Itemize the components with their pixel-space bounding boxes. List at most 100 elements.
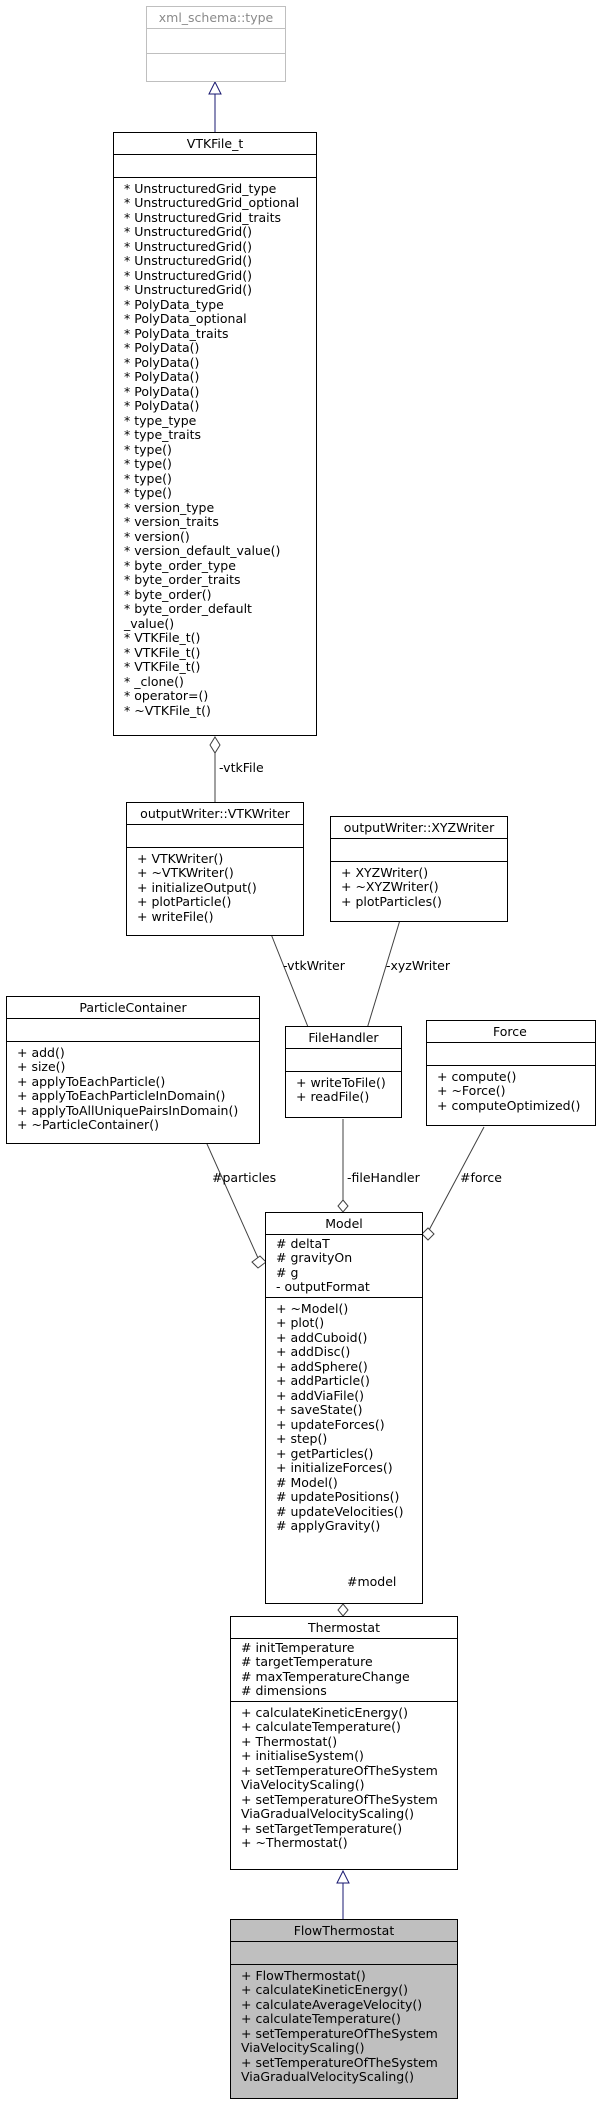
- class-method: + ~VTKWriter(): [137, 865, 234, 880]
- class-method: + setTemperatureOfTheSystem: [241, 1762, 438, 1778]
- class-title: Force: [493, 1024, 527, 1039]
- class-method: * PolyData_traits: [124, 325, 229, 341]
- class-method: + add(): [17, 1044, 65, 1060]
- attributes-section: [331, 837, 507, 861]
- class-method: + calculateKineticEnergy(): [241, 1982, 409, 1997]
- edge-model-force: [427, 1126, 485, 1233]
- class-method: * PolyData(): [124, 369, 200, 384]
- class-method: + calculateAverageVelocity(): [241, 1996, 423, 2012]
- class-method: ViaGradualVelocityScaling(): [241, 1806, 414, 1821]
- class-method: + size(): [17, 1059, 66, 1074]
- class-method: * byte_order_type: [124, 557, 236, 573]
- attributes-section: [427, 1041, 595, 1065]
- class-box-thermostat[interactable]: Thermostat # initTemperature# targetTemp…: [230, 1616, 458, 1870]
- class-title: outputWriter::XYZWriter: [343, 820, 495, 835]
- class-method: * PolyData(): [124, 354, 200, 370]
- class-method: # Model(): [276, 1474, 338, 1490]
- class-method: * version_traits: [124, 514, 219, 529]
- class-method: * UnstructuredGrid(): [124, 238, 252, 254]
- class-method: * type(): [124, 441, 172, 457]
- class-method: * PolyData(): [124, 398, 200, 413]
- class-method: + applyToEachParticleInDomain(): [17, 1088, 226, 1103]
- diamond-vtkfile: [209, 736, 221, 754]
- class-method: + step(): [276, 1431, 328, 1446]
- class-method: # updateVelocities(): [276, 1503, 404, 1519]
- class-attribute: # dimensions: [241, 1683, 327, 1698]
- class-method: * type_traits: [124, 427, 201, 442]
- class-method: + XYZWriter(): [341, 864, 429, 880]
- edge-label-filehandler: -fileHandler: [347, 1170, 420, 1185]
- class-method: * byte_order(): [124, 586, 212, 602]
- edge-label-xyzwriter: -xyzWriter: [386, 958, 451, 973]
- diamond-model: [337, 1603, 349, 1617]
- class-method: * ~VTKFile_t(): [124, 702, 211, 718]
- class-method: + ~XYZWriter(): [341, 879, 439, 894]
- class-attribute: - outputFormat: [276, 1279, 370, 1294]
- class-method: + plotParticle(): [137, 894, 232, 909]
- class-attribute: # g: [276, 1264, 299, 1280]
- class-method: * version_type: [124, 499, 215, 515]
- class-method: * PolyData_optional: [124, 311, 247, 326]
- class-box-xml-schema-type[interactable]: xml_schema::type: [146, 6, 286, 82]
- class-attribute: # gravityOn: [276, 1250, 353, 1265]
- class-method: * PolyData(): [124, 383, 200, 399]
- methods-section: + compute()+ ~Force()+ computeOptimized(…: [427, 1064, 595, 1116]
- methods-section: [147, 52, 285, 78]
- class-method: + setTemperatureOfTheSystem: [241, 2054, 438, 2070]
- class-method: * VTKFile_t(): [124, 630, 201, 645]
- class-method: * version_default_value(): [124, 543, 281, 558]
- class-method: * PolyData(): [124, 340, 200, 355]
- attributes-section: [147, 27, 285, 53]
- class-method: * _clone(): [124, 673, 184, 689]
- attributes-section: [231, 1940, 457, 1964]
- attributes-section: # deltaT# gravityOn# g- outputFormat: [266, 1233, 422, 1297]
- class-box-vtkfile-t[interactable]: VTKFile_t * UnstructuredGrid_type* Unstr…: [113, 132, 317, 736]
- class-method: + writeToFile(): [296, 1074, 386, 1090]
- class-method: + getParticles(): [276, 1445, 374, 1461]
- edge-label-particles: #particles: [212, 1170, 277, 1185]
- edge-label-vtkfile: -vtkFile: [219, 760, 264, 775]
- class-method: + readFile(): [296, 1089, 370, 1104]
- class-method: + compute(): [437, 1068, 517, 1084]
- diamond-particlecontainer: [251, 1255, 267, 1269]
- class-box-particlecontainer[interactable]: ParticleContainer + add()+ size()+ apply…: [6, 996, 260, 1144]
- class-method: ViaGradualVelocityScaling(): [241, 2069, 414, 2084]
- class-method: + initializeForces(): [276, 1460, 393, 1475]
- class-method: * byte_order_traits: [124, 572, 241, 587]
- class-title: ParticleContainer: [79, 1000, 187, 1015]
- methods-section: + ~Model()+ plot()+ addCuboid()+ addDisc…: [266, 1296, 422, 1536]
- methods-section: + writeToFile()+ readFile(): [286, 1070, 401, 1107]
- methods-section: + XYZWriter()+ ~XYZWriter()+ plotParticl…: [331, 860, 507, 912]
- class-method: + applyToEachParticle(): [17, 1073, 166, 1089]
- class-method: * UnstructuredGrid_type: [124, 180, 277, 196]
- class-attribute: # maxTemperatureChange: [241, 1668, 410, 1684]
- class-attribute: # deltaT: [276, 1235, 330, 1251]
- class-method: + saveState(): [276, 1402, 363, 1417]
- class-box-force[interactable]: Force + compute()+ ~Force()+ computeOpti…: [426, 1020, 596, 1126]
- class-method: ViaVelocityScaling(): [241, 2040, 365, 2055]
- class-box-filehandler[interactable]: FileHandler + writeToFile()+ readFile(): [285, 1026, 402, 1118]
- class-method: * UnstructuredGrid(): [124, 253, 252, 268]
- class-box-xyzwriter[interactable]: outputWriter::XYZWriter + XYZWriter()+ ~…: [330, 816, 508, 922]
- class-method: + addCuboid(): [276, 1329, 368, 1345]
- class-method: + addParticle(): [276, 1373, 370, 1388]
- class-method: + calculateTemperature(): [241, 1719, 401, 1734]
- edge-label-force: #force: [460, 1170, 502, 1185]
- class-method: + calculateKineticEnergy(): [241, 1704, 409, 1720]
- class-title: Thermostat: [308, 1620, 380, 1635]
- class-box-flowthermostat[interactable]: FlowThermostat + FlowThermostat()+ calcu…: [230, 1919, 458, 2099]
- class-attribute: # initTemperature: [241, 1639, 355, 1655]
- class-method: + VTKWriter(): [137, 850, 224, 866]
- class-title: Model: [325, 1216, 363, 1231]
- class-title: FileHandler: [308, 1030, 379, 1045]
- attributes-section: [127, 823, 303, 847]
- class-method: * UnstructuredGrid(): [124, 282, 252, 297]
- attributes-section: [7, 1017, 259, 1041]
- methods-section: + VTKWriter()+ ~VTKWriter()+ initializeO…: [127, 846, 303, 927]
- class-box-model[interactable]: Model # deltaT# gravityOn# g- outputForm…: [265, 1212, 423, 1604]
- class-method: * type(): [124, 470, 172, 486]
- class-method: + setTargetTemperature(): [241, 1820, 403, 1836]
- class-box-vtkwriter[interactable]: outputWriter::VTKWriter + VTKWriter()+ ~…: [126, 802, 304, 936]
- class-method: * type(): [124, 485, 172, 500]
